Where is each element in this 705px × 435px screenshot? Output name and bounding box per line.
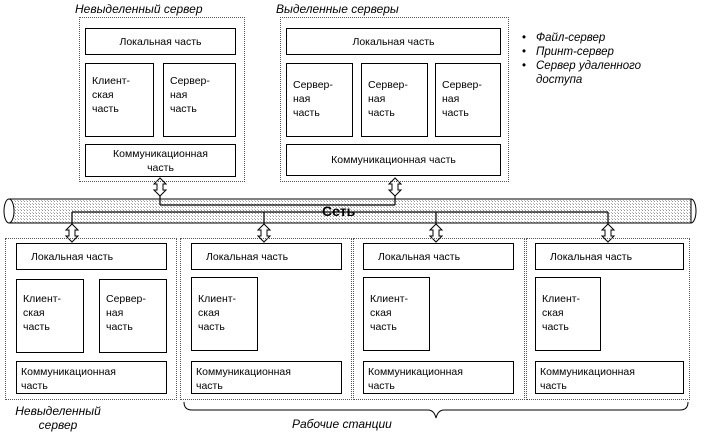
server-type-item: Сервер удаленного <box>522 59 641 73</box>
workstation-2 <box>353 238 525 400</box>
double-arrow-top-right <box>387 177 403 197</box>
workstations-brace <box>183 401 689 419</box>
double-arrow-bottom-4 <box>600 223 616 243</box>
workstation-3-client-part: Клиент- ская часть <box>535 277 601 351</box>
top-right-local-part: Локальная часть <box>286 28 501 55</box>
bottom-left-server-group <box>5 238 177 400</box>
workstation-2-comm-part: Коммуникационная часть <box>363 361 514 394</box>
top-right-server-part-3: Сервер- ная часть <box>435 63 501 137</box>
double-arrow-bottom-1 <box>64 223 80 243</box>
double-arrow-bottom-2 <box>256 223 272 243</box>
workstation-1-local-part: Локальная часть <box>191 243 342 270</box>
top-left-server-part: Сервер- ная часть <box>163 63 236 137</box>
workstation-3-local-part: Локальная часть <box>535 243 684 270</box>
server-types-list: Файл-сервер Принт-сервер Сервер удаленно… <box>522 31 641 87</box>
top-right-server-part-1: Сервер- ная часть <box>286 63 353 137</box>
bottom-left-title: Невыделенный сервер <box>15 404 101 432</box>
top-right-server-part-2: Сервер- ная часть <box>361 63 428 137</box>
workstation-1-client-part: Клиент- ская часть <box>191 277 258 351</box>
server-type-item: Принт-сервер <box>522 45 641 59</box>
server-type-item-cont: доступа <box>536 74 583 86</box>
double-arrow-bottom-3 <box>428 223 444 243</box>
bottom-left-client-part: Клиент- ская часть <box>16 279 84 353</box>
top-left-client-part: Клиент- ская часть <box>85 63 154 137</box>
top-left-comm-part: Коммуникационная часть <box>85 144 236 177</box>
workstation-3-comm-part: Коммуникационная часть <box>535 361 684 394</box>
top-left-title: Невыделенный сервер <box>75 2 203 16</box>
workstations-caption: Рабочие станции <box>292 417 392 431</box>
network-label: Сеть <box>322 203 356 219</box>
top-left-local-part: Локальная часть <box>85 28 236 55</box>
double-arrow-top-left <box>152 177 168 197</box>
workstation-2-local-part: Локальная часть <box>363 243 514 270</box>
top-right-comm-part: Коммуникационная часть <box>286 144 501 176</box>
workstation-2-client-part: Клиент- ская часть <box>363 277 430 351</box>
bottom-left-local-part: Локальная часть <box>16 243 167 270</box>
workstation-1-comm-part: Коммуникационная часть <box>191 361 342 394</box>
bottom-left-comm-part: Коммуникационная часть <box>16 361 167 394</box>
bottom-left-server-part: Сервер- ная часть <box>99 279 167 353</box>
server-type-item: Файл-сервер <box>522 31 641 45</box>
network-pipe <box>3 198 697 224</box>
top-left-server-group <box>79 17 245 182</box>
workstation-1 <box>180 238 352 400</box>
top-right-server-group <box>280 17 509 182</box>
top-right-title: Выделенные серверы <box>276 2 399 16</box>
workstation-3 <box>526 238 690 400</box>
